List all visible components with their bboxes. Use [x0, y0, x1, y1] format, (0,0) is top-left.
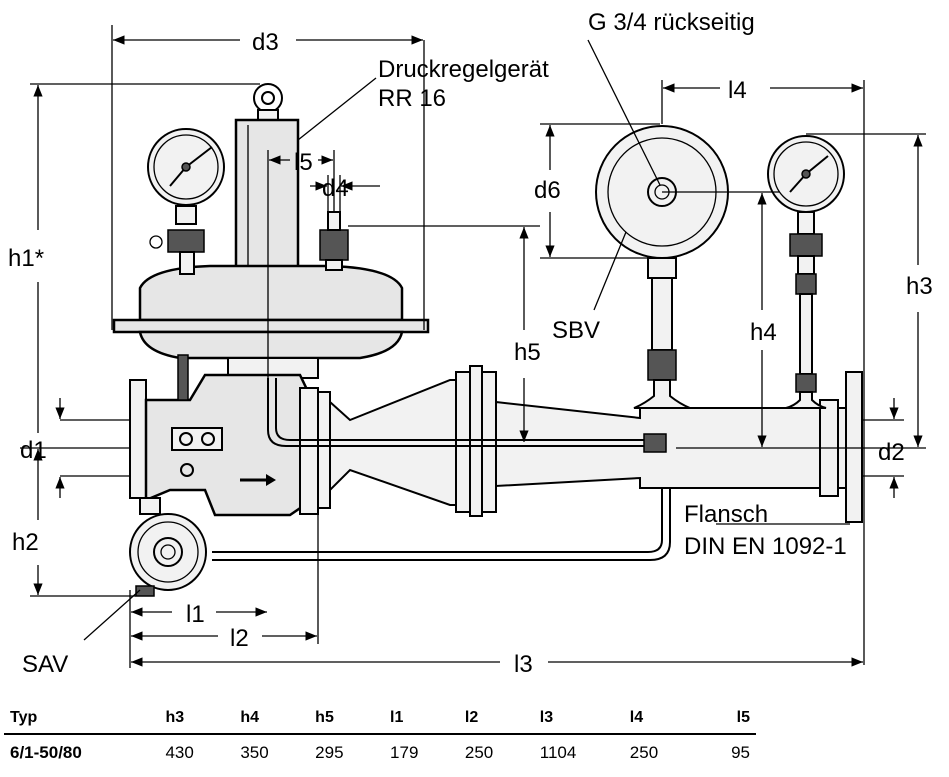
label-d4: d4	[322, 175, 349, 202]
cell-l4: 250	[629, 743, 659, 762]
label-l1: l1	[186, 601, 205, 628]
label-regulator-line1: Druckregelgerät	[378, 56, 549, 83]
cell-l5: 95	[731, 743, 750, 762]
valve-body	[129, 354, 331, 517]
pressure-gauge-right	[767, 135, 845, 409]
label-d1: d1	[20, 437, 47, 464]
header-l3: l3	[533, 707, 624, 735]
label-h2: h2	[12, 529, 39, 556]
table-header-row: Typ h3 h4 h5 l1 l2 l3 l4 l5	[4, 707, 756, 735]
label-sbv: SBV	[552, 317, 600, 344]
dimension-lines	[20, 25, 926, 668]
label-h1: h1*	[8, 245, 44, 272]
label-l2: l2	[230, 625, 249, 652]
label-l3: l3	[514, 651, 533, 678]
label-d2: d2	[878, 439, 905, 466]
label-flansch-line2: DIN EN 1092-1	[684, 533, 847, 560]
pressure-regulator	[112, 83, 430, 379]
label-h5: h5	[514, 339, 541, 366]
table-row: 6/1-50/80 430 350 295 179 250 1104 250 9…	[4, 734, 756, 767]
label-h3: h3	[906, 273, 933, 300]
label-g34-rear: G 3/4 rückseitig	[588, 9, 755, 36]
header-typ: Typ	[4, 707, 160, 735]
header-h4: h4	[234, 707, 310, 735]
technical-drawing: d3 Druckregelgerät RR 16 G 3/4 rückseiti…	[8, 9, 933, 678]
cell-h4: 350	[240, 743, 269, 762]
header-l4: l4	[623, 707, 699, 735]
label-sav: SAV	[22, 651, 68, 678]
header-h3: h3	[159, 707, 235, 735]
cell-l2: 250	[464, 743, 494, 762]
label-l5: l5	[294, 149, 313, 176]
cell-l3: 1104	[539, 743, 577, 762]
relief-valve-sbv	[595, 125, 729, 409]
label-d3: d3	[252, 29, 279, 56]
label-flansch-line1: Flansch	[684, 501, 768, 528]
cell-h3: 430	[165, 743, 194, 762]
header-h5: h5	[309, 707, 385, 735]
cell-h5: 295	[315, 743, 344, 762]
label-d6: d6	[534, 177, 561, 204]
header-l1: l1	[384, 707, 459, 735]
label-regulator-line2: RR 16	[378, 85, 446, 112]
cell-l1: 179	[390, 743, 419, 762]
header-l5: l5	[698, 707, 756, 735]
label-h4: h4	[750, 319, 777, 346]
label-l4: l4	[728, 77, 747, 104]
dimension-table: Typ h3 h4 h5 l1 l2 l3 l4 l5 6/1-50/80 43…	[4, 707, 756, 767]
shutoff-valve-sav	[129, 497, 207, 597]
header-l2: l2	[458, 707, 534, 735]
cell-typ: 6/1-50/80	[10, 743, 82, 762]
